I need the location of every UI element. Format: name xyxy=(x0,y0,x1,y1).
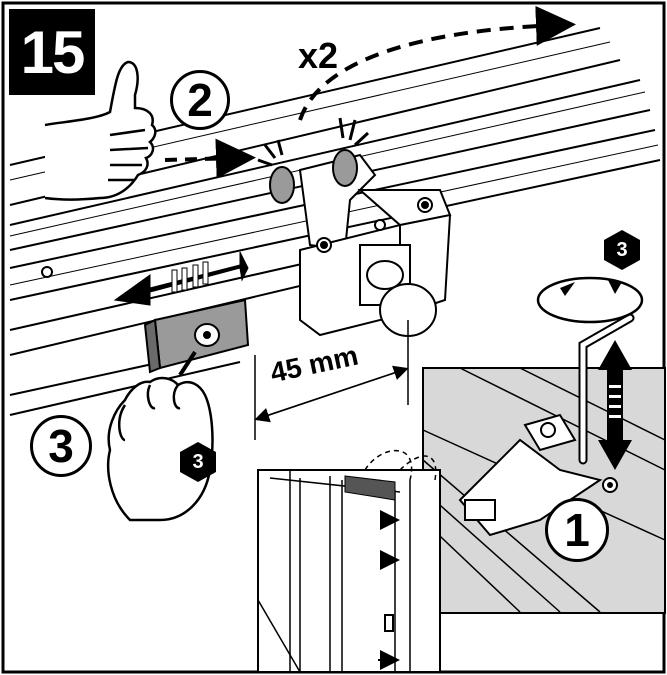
tool-size-badge-right: 3 xyxy=(600,228,644,272)
measurement-line xyxy=(254,320,409,440)
rotate-arrow-icon xyxy=(536,276,644,324)
thumbs-up-icon xyxy=(44,60,157,201)
callout-one: 1 xyxy=(545,498,609,562)
inset-bottom xyxy=(257,449,441,673)
updown-arrow xyxy=(598,340,632,470)
tool-size-text-left: 3 xyxy=(192,450,204,473)
press-arrow xyxy=(164,138,256,179)
step-number-badge: 15 xyxy=(9,9,95,95)
rail-screw xyxy=(41,266,53,278)
click-marks xyxy=(257,117,370,167)
repeat-arrow xyxy=(298,5,576,121)
repeat-label: x2 xyxy=(298,35,339,76)
hand-icon xyxy=(106,376,214,522)
adjustment-knob xyxy=(359,244,437,337)
callout-three: 3 xyxy=(30,415,92,477)
slider-block xyxy=(143,298,250,374)
tool-size-badge-left: 3 xyxy=(176,440,220,484)
tool-size-text-right: 3 xyxy=(616,238,628,261)
slide-arrow xyxy=(113,251,249,306)
callout-two: 2 xyxy=(170,70,230,130)
inset-top-right xyxy=(422,276,666,614)
allen-key-icon xyxy=(178,350,197,377)
